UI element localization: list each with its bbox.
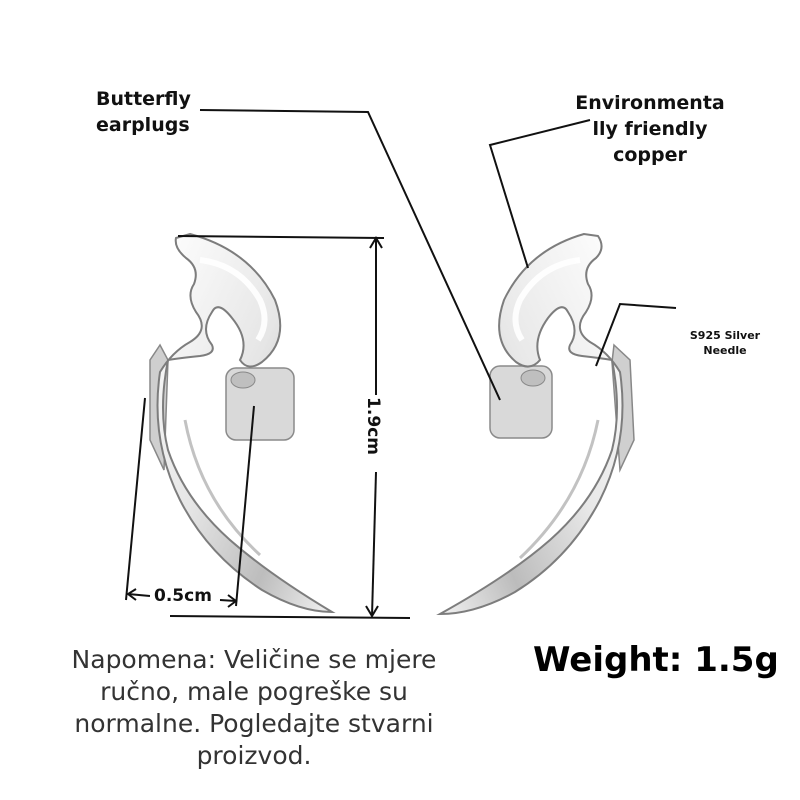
needle-leader (595, 302, 677, 367)
right-earring (436, 232, 635, 616)
copper-line-1: Environmenta (575, 92, 725, 114)
needle-label: S925 Silver Needle (680, 328, 770, 358)
left-earring (149, 232, 336, 614)
width-dimension (125, 397, 255, 608)
butterfly-earplugs-line-2: earplugs (96, 114, 190, 136)
butterfly-earplugs-label: Butterfly earplugs (96, 86, 191, 138)
copper-label: Environmenta lly friendly copper (560, 90, 740, 168)
weight-label: Weight: 1.5g (533, 640, 779, 680)
copper-leader (488, 119, 591, 269)
left-fang-body (156, 232, 336, 614)
right-fang-body (436, 232, 624, 616)
leader-lines (199, 109, 677, 401)
copper-line-2: lly friendly (592, 118, 708, 140)
width-dimension-label: 0.5cm (150, 586, 216, 606)
height-dimension-label: 1.9cm (362, 395, 383, 457)
needle-line-2: Needle (703, 344, 747, 357)
height-dimension (169, 235, 411, 619)
copper-line-3: copper (613, 144, 687, 166)
measurement-note: Napomena: Veličine se mjere ručno, male … (71, 645, 437, 770)
butterfly-leader (199, 109, 501, 401)
needle-line-1: S925 Silver (689, 329, 761, 342)
butterfly-earplugs-line-1: Butterfly (96, 88, 191, 110)
